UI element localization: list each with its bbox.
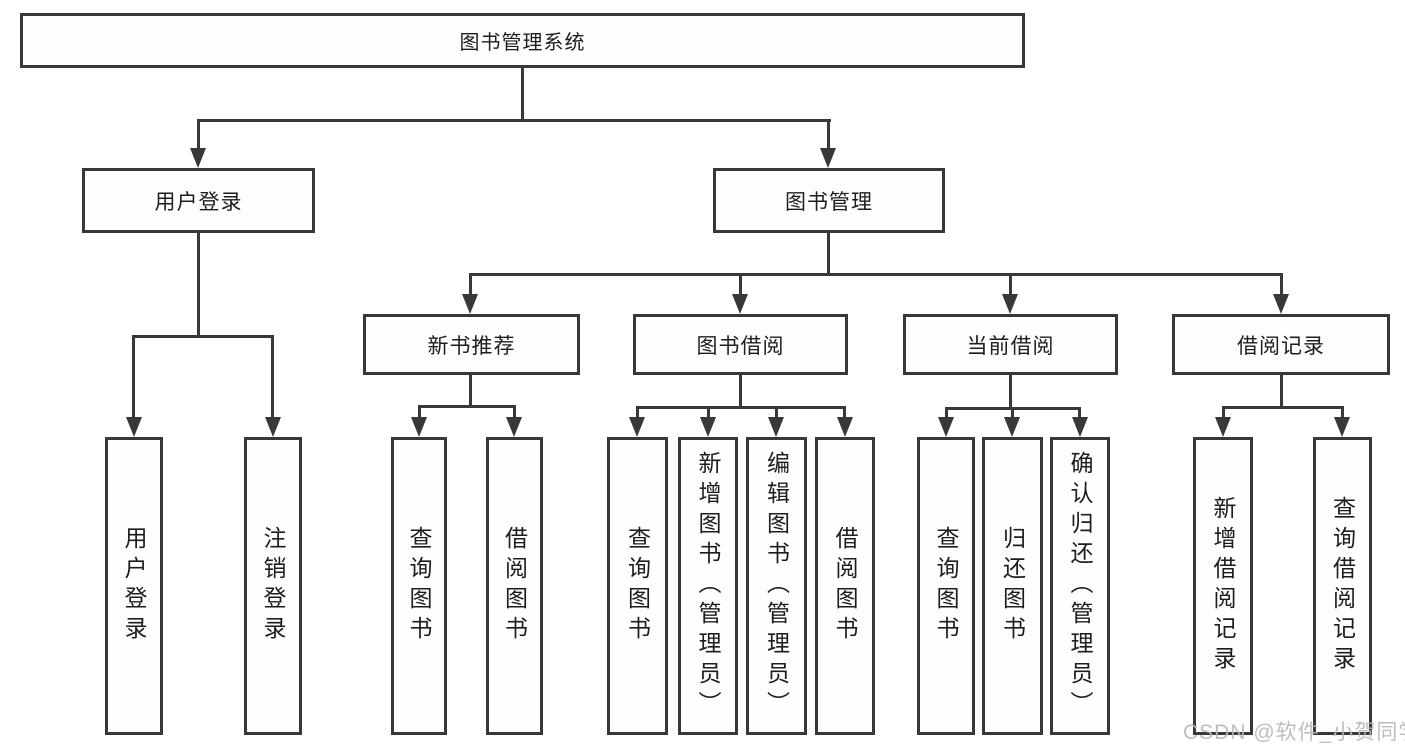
node-borrow-records: 借阅记录	[1172, 314, 1390, 375]
node-leaf-borrow-books-1: 借阅图书	[486, 437, 543, 735]
connector-line	[707, 406, 710, 419]
connector-line	[197, 119, 200, 150]
connector-line	[1009, 375, 1012, 409]
connector-line	[843, 406, 846, 419]
node-leaf-query-books-3: 查询图书	[917, 437, 975, 735]
connector-line	[521, 68, 524, 119]
arrow-down-icon	[1002, 294, 1018, 314]
connector-line	[132, 335, 135, 419]
connector-line	[1341, 406, 1344, 419]
node-leaf-query-borrow-record: 查询借阅记录	[1313, 437, 1372, 735]
connector-line	[775, 406, 778, 419]
connector-line	[636, 406, 846, 409]
node-library-system: 图书管理系统	[20, 13, 1025, 68]
connector-line	[132, 335, 274, 338]
node-leaf-edit-books-admin: 编辑图书（管理员）	[746, 437, 807, 735]
arrow-down-icon	[629, 417, 645, 437]
node-book-management: 图书管理	[713, 168, 945, 233]
node-user-login: 用户登录	[82, 168, 315, 233]
node-leaf-add-books-admin: 新增图书（管理员）	[678, 437, 738, 735]
connector-line	[827, 233, 830, 275]
arrow-down-icon	[1004, 417, 1020, 437]
connector-line	[418, 405, 516, 408]
connector-line	[1222, 406, 1344, 409]
arrow-down-icon	[462, 294, 478, 314]
arrow-down-icon	[820, 148, 836, 168]
arrow-down-icon	[1072, 417, 1088, 437]
connector-line	[469, 273, 472, 296]
arrow-down-icon	[126, 417, 142, 437]
arrow-down-icon	[837, 417, 853, 437]
arrow-down-icon	[265, 417, 281, 437]
connector-line	[1011, 407, 1014, 419]
connector-line	[1009, 273, 1012, 296]
node-current-borrow: 当前借阅	[903, 314, 1118, 375]
node-leaf-confirm-return-admin: 确认归还（管理员）	[1050, 437, 1110, 735]
connector-line	[827, 119, 830, 150]
connector-line	[469, 273, 1283, 276]
connector-line	[197, 233, 200, 337]
connector-line	[1078, 407, 1081, 419]
node-leaf-query-books-2: 查询图书	[607, 437, 668, 735]
connector-line	[739, 375, 742, 408]
connector-line	[513, 405, 516, 419]
node-book-borrow: 图书借阅	[633, 314, 848, 375]
arrow-down-icon	[1334, 417, 1350, 437]
connector-line	[197, 119, 831, 122]
arrow-down-icon	[768, 417, 784, 437]
arrow-down-icon	[732, 294, 748, 314]
node-leaf-logout: 注销登录	[244, 437, 302, 735]
connector-line	[418, 405, 421, 419]
arrow-down-icon	[411, 417, 427, 437]
node-leaf-user-login: 用户登录	[105, 437, 163, 735]
node-leaf-query-books-1: 查询图书	[391, 437, 447, 735]
connector-line	[739, 273, 742, 296]
node-leaf-borrow-books-2: 借阅图书	[815, 437, 875, 735]
node-new-book-recommend: 新书推荐	[363, 314, 580, 375]
node-leaf-return-books: 归还图书	[982, 437, 1043, 735]
arrow-down-icon	[938, 417, 954, 437]
connector-line	[1280, 273, 1283, 296]
csdn-watermark: CSDN @软件_小贺同学	[1183, 721, 1405, 744]
arrow-down-icon	[506, 417, 522, 437]
arrow-down-icon	[190, 148, 206, 168]
arrow-down-icon	[700, 417, 716, 437]
node-leaf-add-borrow-record: 新增借阅记录	[1193, 437, 1253, 735]
connector-line	[1280, 375, 1283, 408]
connector-line	[636, 406, 639, 419]
connector-line	[469, 375, 472, 407]
connector-line	[1222, 406, 1225, 419]
connector-line	[945, 407, 948, 419]
connector-line	[271, 335, 274, 419]
arrow-down-icon	[1215, 417, 1231, 437]
arrow-down-icon	[1273, 294, 1289, 314]
